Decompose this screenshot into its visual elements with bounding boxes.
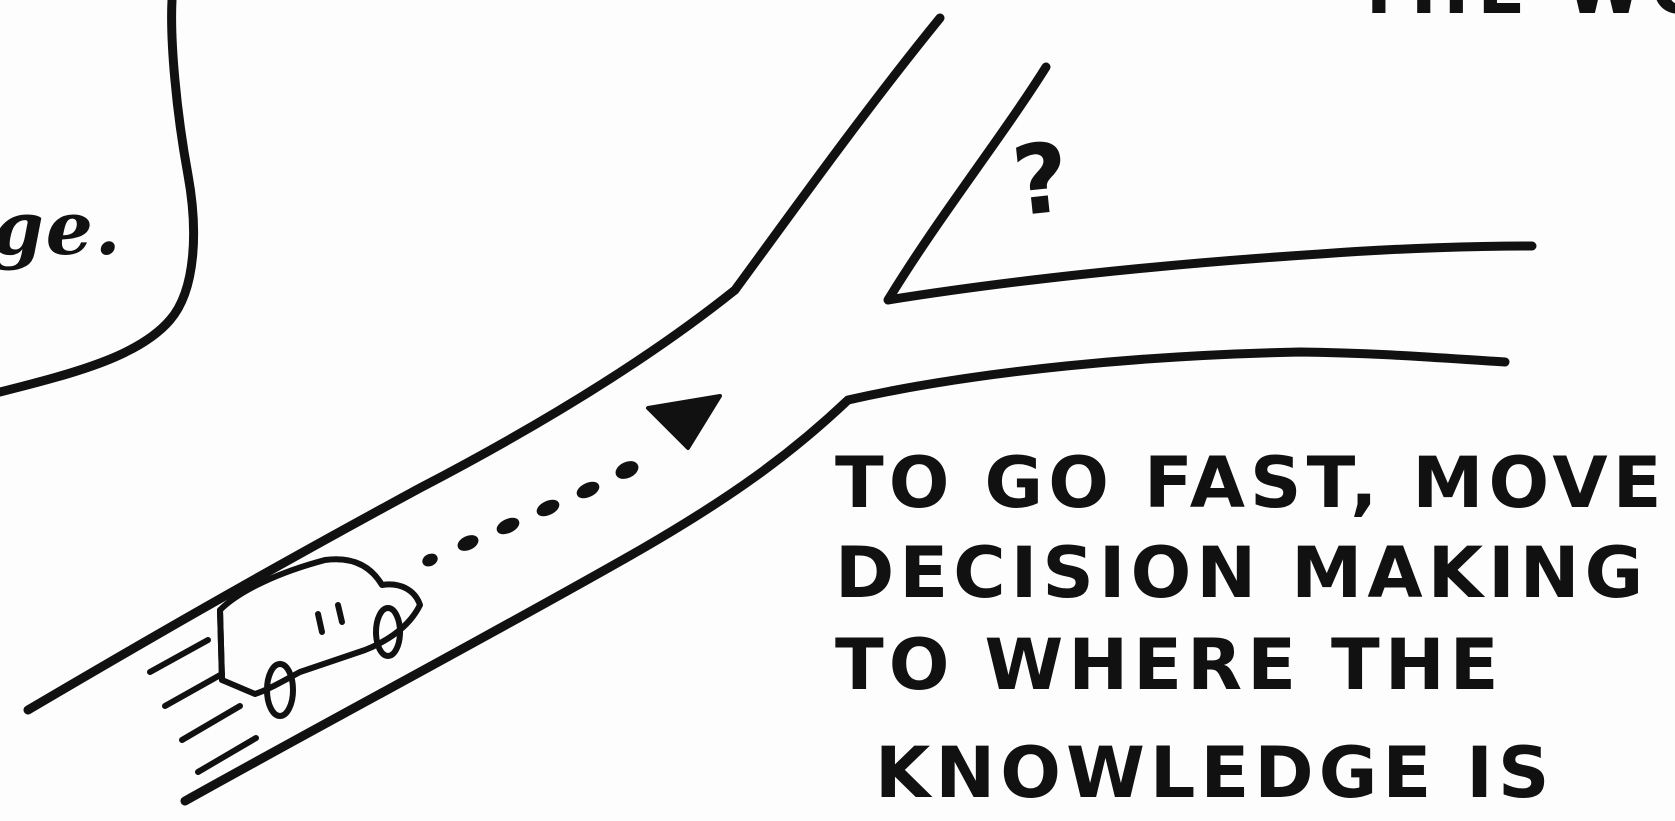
caption-line-3: TO WHERE THE bbox=[835, 630, 1504, 700]
caption-line-2: DECISION MAKING bbox=[835, 538, 1648, 608]
dotted-arrow-icon bbox=[423, 396, 720, 566]
caption-block: TO GO FAST, MOVE DECISION MAKING TO WHER… bbox=[835, 448, 1675, 821]
road-upper-edge bbox=[28, 18, 940, 710]
caption-line-4: KNOWLEDGE IS bbox=[875, 738, 1555, 808]
cropped-heading-fragment: THE WOR bbox=[1355, 0, 1675, 24]
road-fork-inner-edge bbox=[888, 67, 1532, 300]
cropped-bubble-text-fragment: ge. bbox=[0, 192, 123, 266]
car-icon bbox=[150, 559, 420, 772]
question-mark-annotation: ? bbox=[1008, 129, 1079, 231]
caption-line-1: TO GO FAST, MOVE bbox=[835, 448, 1667, 518]
